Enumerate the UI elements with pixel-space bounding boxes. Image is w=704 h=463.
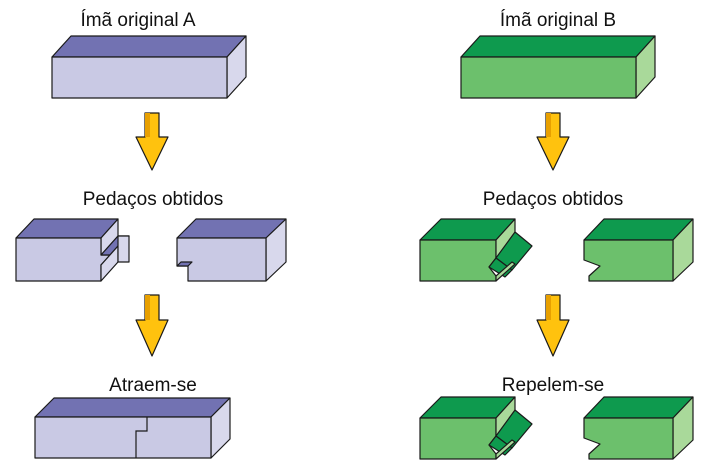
column-b-pieces-label: Pedaços obtidos: [483, 189, 624, 210]
down-arrow-icon: [536, 112, 570, 171]
column-a-result-label: Atraem-se: [109, 375, 197, 396]
magnet-a-piece-left: [15, 218, 130, 282]
original-magnet-b: [460, 35, 656, 99]
magnet-a-front-face: [51, 56, 228, 99]
magnet-a-piece-right: [176, 218, 287, 282]
magnet-b-piece-left: [419, 218, 533, 282]
magnet-b-piece-right: [583, 218, 694, 282]
magnet-b-repel-left: [419, 396, 533, 460]
column-a-pieces-label: Pedaços obtidos: [83, 189, 224, 210]
down-arrow-icon: [536, 294, 570, 357]
column-b-result-label: Repelem-se: [502, 375, 604, 396]
down-arrow-icon: [135, 112, 169, 171]
magnet-b-repel-right: [583, 396, 694, 460]
column-a-title: Ímã original A: [80, 10, 195, 31]
magnet-a-joined: [34, 397, 231, 459]
magnet-a-top-face: [51, 35, 247, 58]
column-b-title: Ímã original B: [500, 10, 616, 31]
down-arrow-icon: [135, 294, 169, 357]
original-magnet-a: [51, 35, 247, 99]
column-a: Ímã original A Pedaços obtidos: [15, 10, 287, 459]
column-b: Ímã original B Pedaços obtidos: [419, 10, 694, 460]
